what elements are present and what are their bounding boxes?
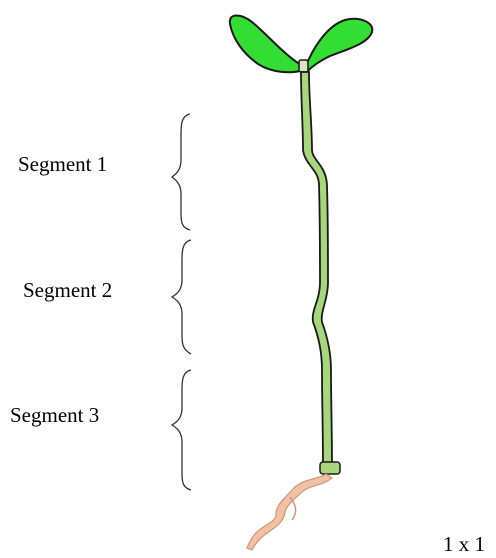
root xyxy=(246,473,334,551)
bracket-segment-2 xyxy=(170,239,192,355)
segment-2-label: Segment 2 xyxy=(23,278,113,302)
root-collar xyxy=(319,461,341,475)
left-cotyledon xyxy=(228,14,304,74)
bracket-segment-1 xyxy=(170,113,191,231)
scale-label: 1 x 1 xyxy=(443,532,485,556)
leaf-node xyxy=(298,59,309,73)
segment-1-label: Segment 1 xyxy=(18,152,108,176)
right-cotyledon xyxy=(303,17,374,74)
bracket-segment-3 xyxy=(170,369,192,491)
segment-3-label: Segment 3 xyxy=(10,403,100,427)
root-branch xyxy=(289,496,297,521)
stem xyxy=(300,71,333,471)
